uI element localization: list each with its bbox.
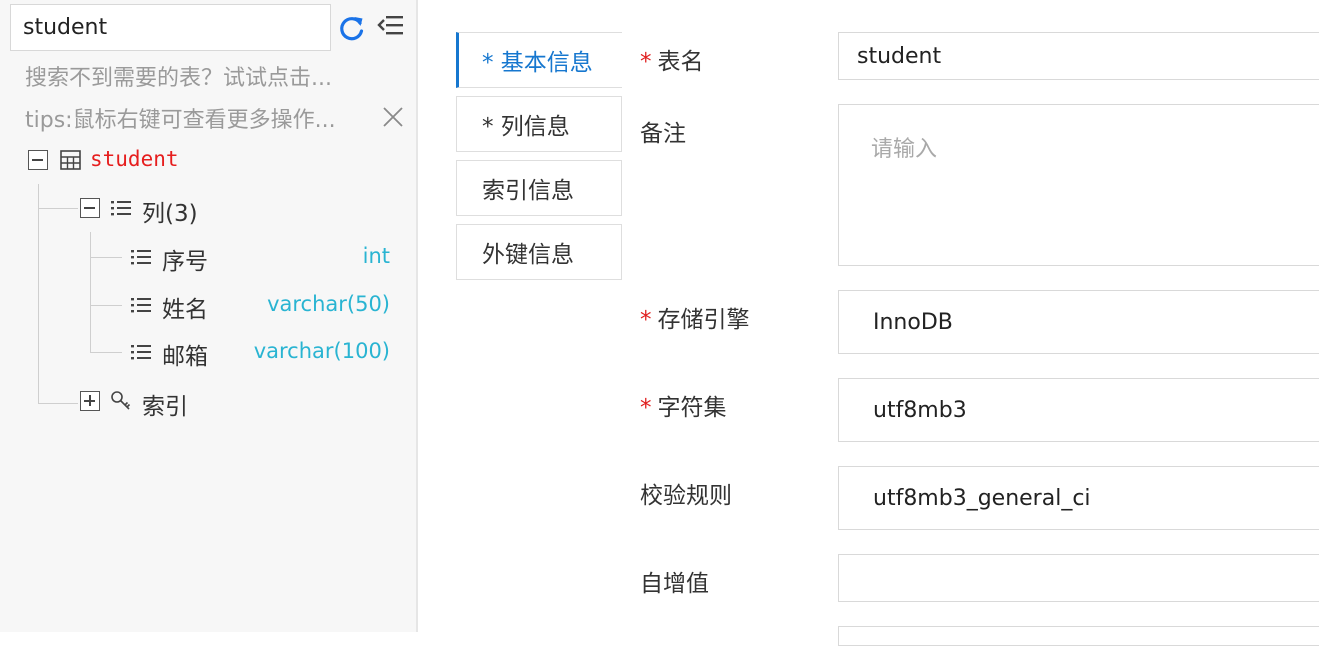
tree-connector — [90, 232, 91, 352]
column-name: 邮箱 — [162, 344, 208, 370]
close-icon[interactable] — [380, 104, 406, 130]
collation-label: 校验规则 — [640, 483, 732, 509]
tab-column-info[interactable]: * 列信息 — [456, 96, 622, 152]
engine-label: *存储引擎 — [640, 300, 750, 334]
column-name: 序号 — [162, 249, 208, 275]
sidebar-panel: 搜索不到需要的表？试试点击... tips:鼠标右键可查看更多操作... stu… — [0, 0, 418, 632]
tree-connector — [38, 208, 78, 209]
list-icon — [130, 295, 152, 319]
tab-foreign-key-info[interactable]: 外键信息 — [456, 224, 622, 280]
tab-index-info[interactable]: 索引信息 — [456, 160, 622, 216]
comment-label: 备注 — [640, 121, 686, 147]
search-input[interactable] — [10, 4, 331, 51]
column-name: 姓名 — [162, 297, 208, 323]
collapse-toggle-icon[interactable] — [28, 150, 48, 170]
required-marker: * — [640, 49, 652, 75]
tree-table-name[interactable]: student — [90, 147, 179, 171]
column-type: varchar(100) — [253, 339, 390, 363]
refresh-icon[interactable] — [338, 12, 366, 44]
label-text: 字符集 — [657, 395, 727, 421]
list-icon — [130, 247, 152, 271]
collation-select[interactable]: utf8mb3_general_ci — [838, 466, 1319, 530]
tree-index-group[interactable]: 索引 — [142, 394, 188, 420]
list-icon — [130, 342, 152, 366]
tree-connector — [90, 352, 122, 353]
tips-hint: tips:鼠标右键可查看更多操作... — [25, 108, 336, 133]
expand-toggle-icon[interactable] — [80, 391, 100, 411]
charset-select[interactable]: utf8mb3 — [838, 378, 1319, 442]
search-hint[interactable]: 搜索不到需要的表？试试点击... — [25, 66, 332, 91]
required-marker: * — [640, 395, 652, 421]
charset-label: *字符集 — [640, 388, 727, 422]
next-field-input[interactable] — [838, 626, 1319, 646]
list-icon — [110, 198, 132, 222]
tree-connector — [90, 305, 122, 306]
tree-connector — [38, 184, 39, 404]
tab-basic-info[interactable]: * 基本信息 — [456, 32, 622, 88]
collapse-menu-icon[interactable] — [376, 10, 406, 40]
required-marker: * — [640, 307, 652, 333]
tree-connector — [38, 403, 78, 404]
table-icon — [60, 150, 81, 174]
comment-textarea[interactable] — [838, 104, 1319, 266]
label-text: 存储引擎 — [657, 307, 750, 333]
column-type: varchar(50) — [267, 292, 390, 316]
table-name-label: *表名 — [640, 42, 704, 76]
column-type: int — [362, 244, 390, 268]
auto-increment-label: 自增值 — [640, 571, 709, 597]
auto-increment-input[interactable] — [838, 554, 1319, 602]
collapse-toggle-icon[interactable] — [80, 198, 100, 218]
key-icon — [110, 390, 132, 416]
tree-columns-group[interactable]: 列(3) — [142, 201, 198, 227]
label-text: 表名 — [657, 49, 704, 75]
engine-select[interactable]: InnoDB — [838, 290, 1319, 354]
table-name-input[interactable]: student — [838, 32, 1319, 80]
tree-connector — [90, 257, 122, 258]
